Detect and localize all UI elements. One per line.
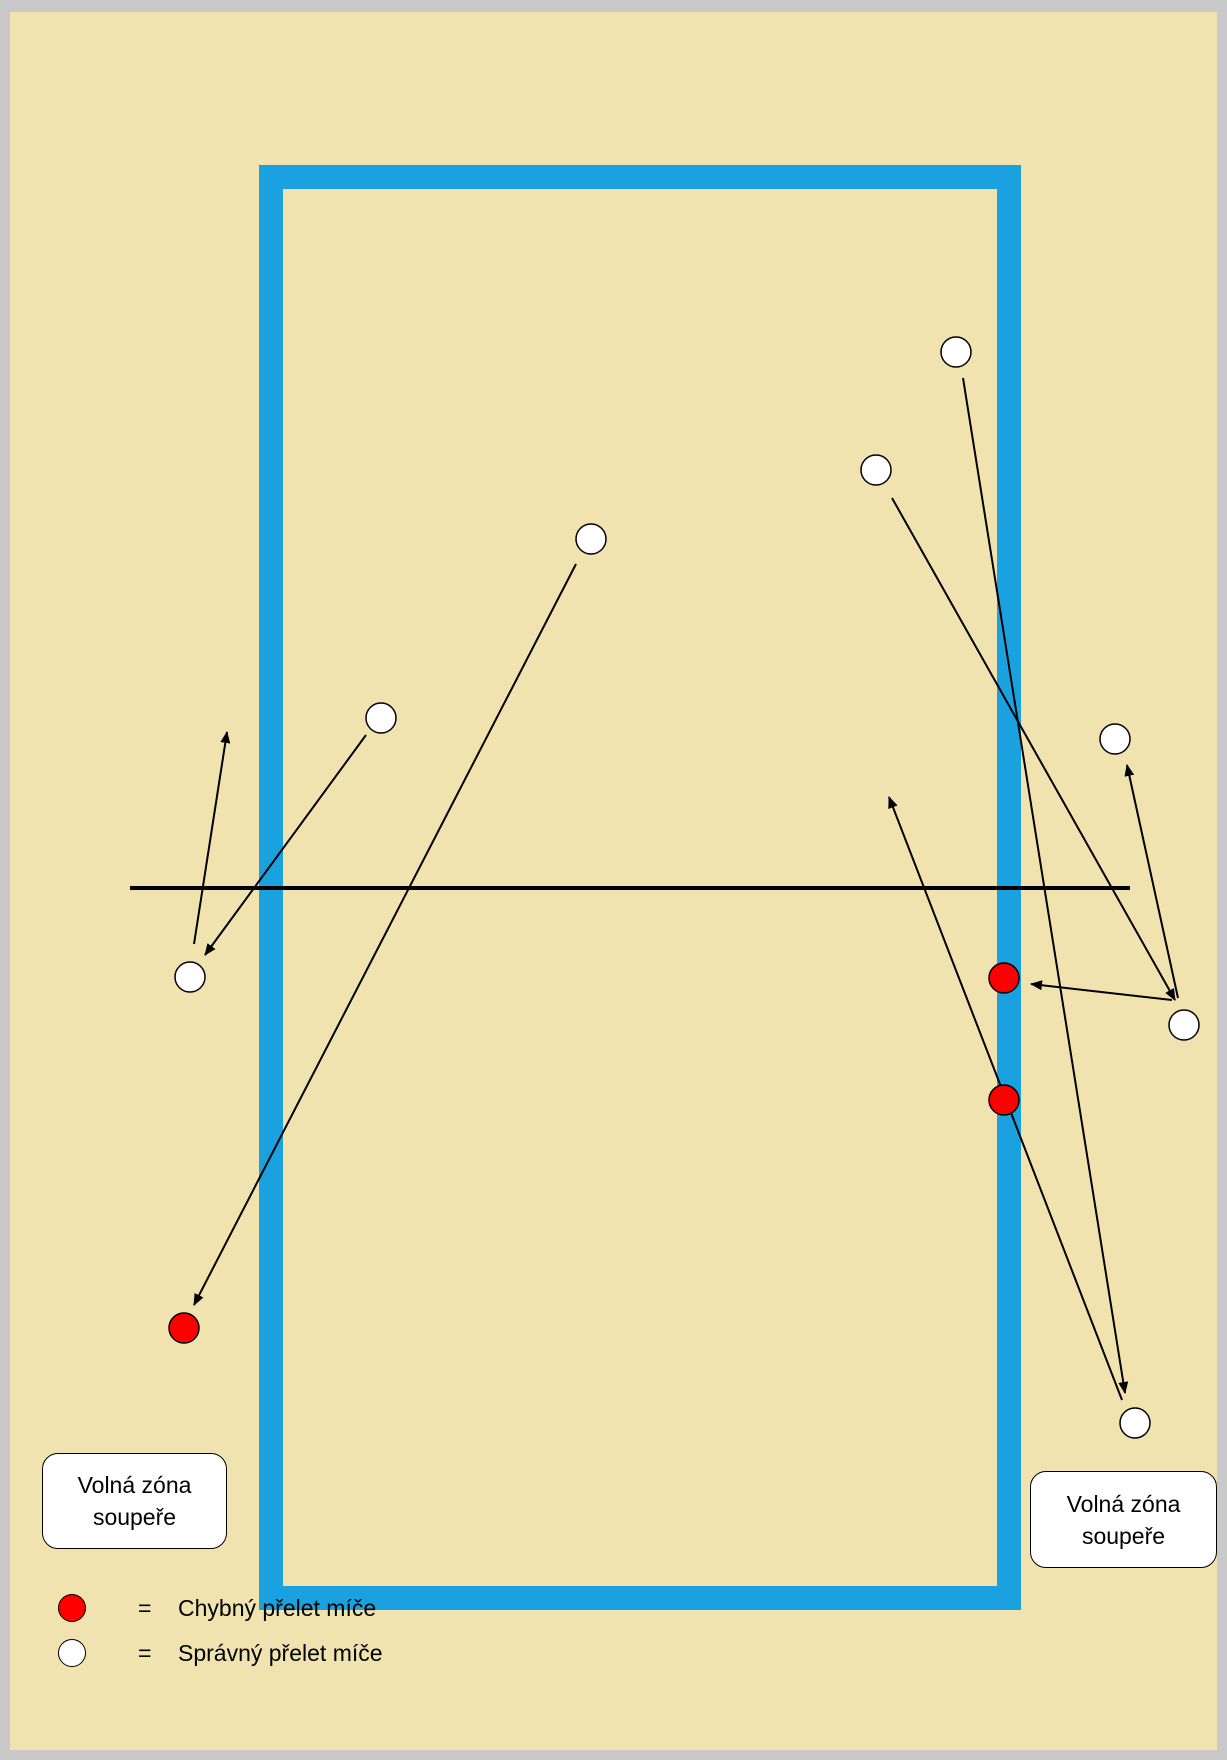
free-zone-text-left: Volná zóna soupeře — [77, 1472, 192, 1530]
white-ball-icon — [58, 1639, 86, 1667]
error-ball-marker — [988, 962, 1020, 994]
correct-balls — [174, 336, 1200, 1439]
legend-equals: = — [138, 1594, 152, 1621]
free-zone-label-right: Volná zóna soupeře — [1030, 1471, 1217, 1568]
trajectory-arrow — [193, 563, 577, 1306]
correct-ball-marker — [575, 523, 607, 555]
trajectory-arrow — [1030, 980, 1173, 1001]
red-ball-icon — [58, 1594, 86, 1622]
free-zone-label-left: Volná zóna soupeře — [42, 1453, 227, 1549]
legend-equals: = — [138, 1639, 152, 1666]
free-zone-text-right: Volná zóna soupeře — [1066, 1490, 1181, 1549]
trajectory-arrow — [193, 731, 231, 945]
correct-ball-marker — [860, 454, 892, 486]
legend-label-error: Chybný přelet míče — [178, 1594, 377, 1621]
error-balls — [168, 962, 1020, 1344]
legend-item-correct: = Správný přelet míče — [58, 1637, 383, 1669]
correct-ball-marker — [1168, 1009, 1200, 1041]
correct-ball-marker — [940, 336, 972, 368]
trajectory-arrow — [891, 497, 1176, 1001]
correct-ball-marker — [365, 702, 397, 734]
legend-item-error: = Chybný přelet míče — [58, 1592, 376, 1624]
trajectory-arrow — [1124, 764, 1179, 999]
correct-ball-marker — [1119, 1407, 1151, 1439]
error-ball-marker — [988, 1084, 1020, 1116]
legend-label-correct: Správný přelet míče — [178, 1639, 383, 1666]
trajectory-arrow — [962, 377, 1129, 1394]
error-ball-marker — [168, 1312, 200, 1344]
trajectory-arrow — [204, 734, 367, 956]
correct-ball-marker — [1099, 723, 1131, 755]
correct-ball-marker — [174, 961, 206, 993]
